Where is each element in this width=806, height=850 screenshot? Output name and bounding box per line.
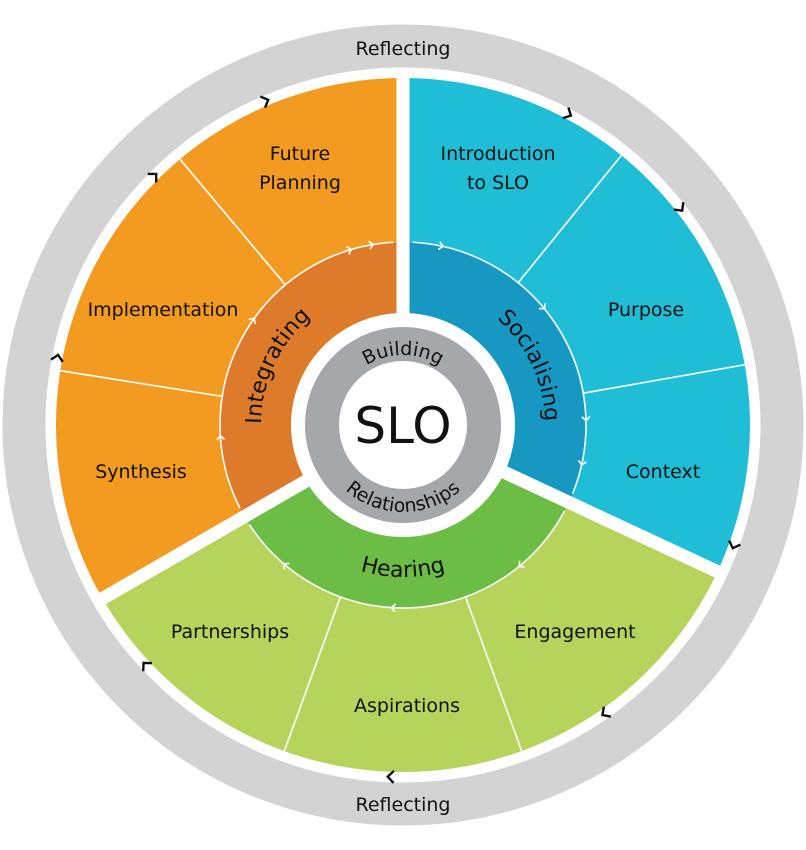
flow-arrow-icon <box>390 603 397 613</box>
chevron-icon <box>728 540 741 550</box>
center-disc <box>339 361 467 489</box>
segment-divider <box>583 363 745 395</box>
center-title: SLO <box>354 397 451 455</box>
flow-arrow-icon <box>538 303 546 310</box>
segment-divider <box>464 596 523 752</box>
chevron-icon <box>386 770 395 784</box>
segment-divider <box>283 596 342 752</box>
flow-arrow-icon <box>577 459 587 467</box>
segment-aspirations: Aspirations <box>354 695 460 717</box>
chevron-icon <box>259 95 270 109</box>
segment-context: Context <box>626 461 700 483</box>
segment-implementation: Implementation <box>88 299 239 321</box>
chevron-icon <box>562 107 573 120</box>
segment-partnerships: Partnerships <box>171 621 289 643</box>
chevron-icon <box>601 706 612 718</box>
chevron-icon <box>673 202 685 212</box>
hearing-flow-arc <box>248 510 566 609</box>
segment-divider <box>60 369 223 398</box>
chevron-icon <box>142 661 153 672</box>
reflecting-label-bottom: Reflecting <box>356 794 451 816</box>
flow-arrow-icon <box>248 317 257 325</box>
socialising-flow-arc <box>412 241 587 494</box>
segment-purpose: Purpose <box>608 299 684 321</box>
socialising-outer-band <box>403 78 751 572</box>
flow-arrow-icon <box>346 246 353 255</box>
segment-divider <box>179 158 286 286</box>
segment-divider <box>517 154 622 284</box>
segment-synthesis: Synthesis <box>95 461 187 483</box>
flow-arrow-icon <box>437 241 445 251</box>
cycle-arrows <box>50 95 741 784</box>
chevron-icon <box>50 353 64 363</box>
flow-arrow-icon <box>215 434 226 441</box>
segment-engagement: Engagement <box>514 621 635 643</box>
hearing-outer-band <box>102 502 718 772</box>
integrating-flow-arc <box>219 241 394 509</box>
flow-arrow-icon <box>581 415 591 422</box>
flow-arrow-icon <box>282 562 290 570</box>
reflecting-label-top: Reflecting <box>356 38 451 60</box>
flow-arrow-icon <box>368 240 375 250</box>
reflecting-ring <box>2 24 804 826</box>
flow-arrow-icon <box>518 560 525 568</box>
integrating-outer-band <box>55 78 403 599</box>
chevron-icon <box>147 172 158 183</box>
